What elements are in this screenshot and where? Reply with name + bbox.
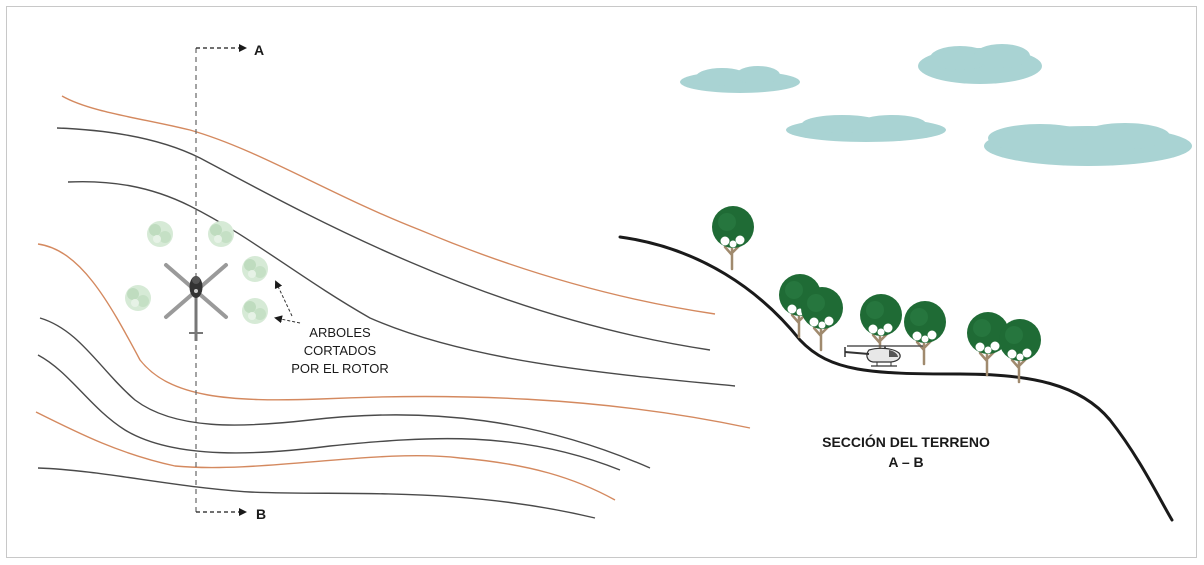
section-title-line-1: SECCIÓN DEL TERRENO (822, 433, 990, 450)
contour-line (67, 180, 736, 387)
cut-tree-icon (242, 256, 268, 282)
contour-line (37, 243, 751, 429)
cloud-icon (680, 66, 800, 93)
tree-icon (902, 299, 948, 366)
cloud-icon (984, 123, 1192, 166)
cut-tree-icon (125, 285, 151, 311)
helicopter-side-view-icon (844, 345, 923, 367)
contour-line (61, 95, 716, 315)
diagram-frame (6, 6, 1197, 558)
tree-icon (997, 317, 1043, 384)
annotation-line-2: CORTADOS (304, 343, 377, 358)
cut-trees-annotation: ARBOLES CORTADOS POR EL ROTOR (291, 325, 389, 376)
contour-line (35, 411, 616, 501)
cut-tree-icon (208, 221, 234, 247)
terrain-profile (618, 235, 1174, 522)
annotation-line-1: ARBOLES (309, 325, 371, 340)
tree-icon (710, 204, 756, 271)
section-title-line-2: A – B (888, 454, 923, 470)
cloud-icon (918, 44, 1042, 84)
annotation-pointers (274, 280, 301, 324)
pointer-arrow (274, 315, 301, 324)
clouds (680, 44, 1192, 166)
pointer-arrow (274, 280, 293, 317)
tree-icon (858, 292, 904, 359)
cut-tree-icon (242, 298, 268, 324)
section-title: SECCIÓN DEL TERRENO A – B (822, 433, 990, 470)
helicopter-top-view-icon (164, 263, 228, 341)
contour-line (56, 127, 711, 351)
tree-icon (799, 285, 845, 352)
section-end-label: B (256, 506, 266, 522)
contour-line (37, 354, 621, 471)
contour-map (35, 95, 751, 519)
contour-line (39, 317, 651, 469)
contour-line (37, 467, 596, 519)
annotation-line-3: POR EL ROTOR (291, 361, 389, 376)
cut-tree-icon (147, 221, 173, 247)
section-line-a-b: A B (195, 42, 266, 522)
section-start-label: A (254, 42, 264, 58)
cloud-icon (786, 115, 946, 142)
